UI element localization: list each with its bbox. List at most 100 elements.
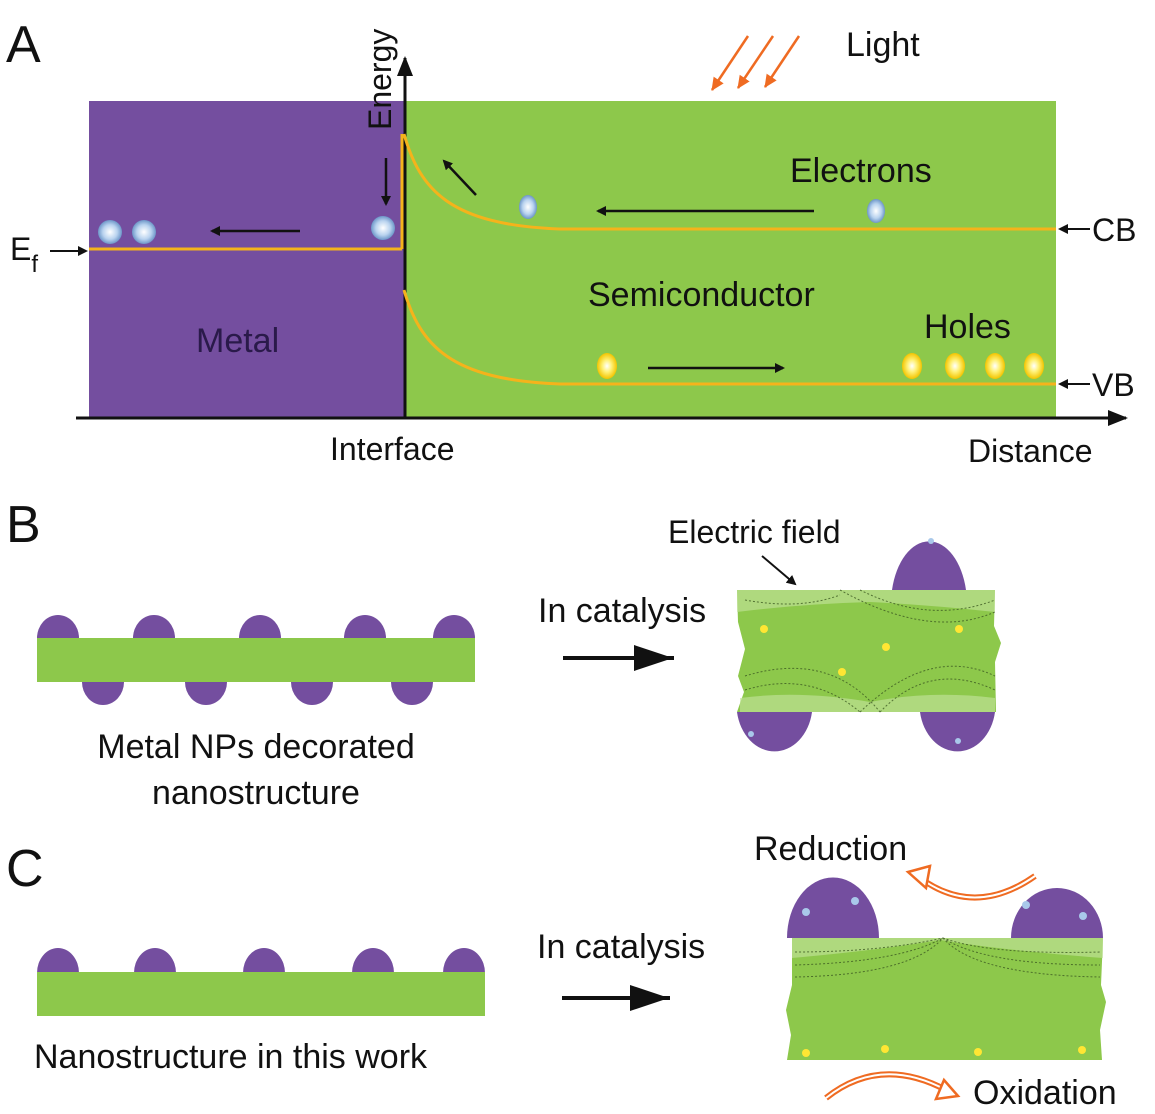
semiconductor-strip [37, 638, 475, 682]
hole-dot [802, 1049, 810, 1057]
field-line [859, 589, 996, 611]
panel-b: B Metal NPs decorated nanostructure In c… [6, 496, 1001, 812]
semiconductor-label: Semiconductor [588, 276, 815, 314]
reduction-arrow-inner [919, 875, 1036, 899]
electric-field-label: Electric field [668, 514, 841, 550]
conduction-band-curve [402, 133, 1056, 231]
catalysis-arrowhead-icon [634, 645, 673, 671]
vb-label: VB [1092, 367, 1135, 403]
electron-dot [1022, 901, 1030, 909]
interface-label: Interface [330, 431, 455, 467]
holes-label: Holes [924, 308, 1011, 346]
field-line [794, 937, 944, 978]
metal-nanoparticle [433, 615, 475, 638]
semiconductor-strip [37, 972, 485, 1016]
valence-band-curve [402, 289, 1056, 386]
metal-region [89, 101, 405, 418]
metal-nanoparticle [243, 948, 285, 973]
electron [132, 220, 156, 244]
metal-label: Metal [196, 322, 279, 360]
electron [519, 195, 537, 219]
electrons-label: Electrons [790, 152, 932, 190]
electron-dot [851, 897, 859, 905]
hole-dot [881, 1045, 889, 1053]
hole-dot [955, 625, 963, 633]
metal-nanoparticle [185, 682, 227, 705]
electron-dot [1079, 912, 1087, 920]
metal-nanoparticle-large [1011, 888, 1103, 938]
depletion-region [792, 938, 1103, 958]
panel-c-label: C [6, 840, 44, 898]
electron [371, 216, 395, 240]
electron [98, 220, 122, 244]
hole [945, 353, 965, 379]
metal-nanoparticle [37, 948, 79, 973]
metal-nanoparticle [239, 615, 281, 638]
metal-nanoparticle [291, 682, 333, 705]
electron-dot [955, 738, 961, 744]
distance-axis-label: Distance [968, 433, 1093, 469]
metal-nanoparticle [344, 615, 386, 638]
cb-label: CB [1092, 212, 1136, 248]
metal-nanoparticle-large [892, 541, 966, 590]
metal-nanoparticle [37, 615, 79, 638]
caption-line-1: Metal NPs decorated [97, 728, 415, 766]
metal-nanoparticle [352, 948, 394, 973]
oxidation-arrowhead-icon [933, 1077, 961, 1101]
oxidation-arrow-inner [825, 1073, 947, 1099]
depletion-region [740, 694, 995, 712]
electric-field-pointer-arrow [761, 555, 797, 586]
field-line [839, 589, 996, 623]
light-label: Light [846, 26, 920, 64]
panel-c: C Nanostructure in this work In catalysi… [6, 830, 1117, 1112]
field-line [744, 667, 881, 713]
field-line [744, 683, 861, 713]
oxidation-label: Oxidation [973, 1074, 1117, 1112]
metal-nanoparticle [391, 682, 433, 705]
reduction-label: Reduction [754, 830, 907, 868]
electron-dot [802, 908, 810, 916]
metal-nanoparticle-large [920, 712, 995, 752]
hole-dot [882, 643, 890, 651]
electron-climb-arrow [442, 159, 477, 196]
electron-dot [928, 538, 934, 544]
caption: Nanostructure in this work [34, 1038, 428, 1076]
field-line [942, 937, 1101, 966]
hole-dot [974, 1048, 982, 1056]
catalysis-arrow-label: In catalysis [538, 592, 706, 630]
hole [1024, 353, 1044, 379]
metal-nanoparticle [133, 615, 175, 638]
semiconductor-block-with-field [786, 938, 1106, 1060]
metal-nanoparticle-large [737, 712, 812, 752]
field-line [794, 937, 944, 953]
panel-a-label: A [6, 16, 41, 74]
reduction-arrowhead-icon [905, 864, 932, 891]
metal-nanoparticle-large [787, 877, 879, 938]
panel-a: A [6, 16, 1136, 469]
hole [597, 353, 617, 379]
electron-dot [748, 731, 754, 737]
light-ray-icon [763, 35, 801, 88]
field-line [942, 937, 1101, 978]
metal-nanoparticle [443, 948, 485, 973]
panel-b-label: B [6, 496, 41, 554]
hole-dot [838, 668, 846, 676]
field-line [942, 937, 1101, 953]
catalysis-arrowhead-icon [630, 985, 669, 1011]
fermi-level-label: Ef [10, 231, 38, 278]
caption-line-2: nanostructure [152, 774, 360, 812]
light-ray-icon [736, 35, 775, 89]
hole [985, 353, 1005, 379]
depletion-region [737, 590, 995, 612]
hole-dot [760, 625, 768, 633]
semiconductor-block-with-field [737, 590, 1001, 712]
field-line [794, 937, 944, 966]
metal-nanoparticle [82, 682, 124, 705]
energy-axis-label: Energy [362, 29, 398, 130]
metal-nanoparticle [134, 948, 176, 973]
light-ray-icon [710, 35, 750, 91]
catalysis-arrow-label: In catalysis [537, 928, 705, 966]
hole-dot [1078, 1046, 1086, 1054]
electron [867, 199, 885, 223]
